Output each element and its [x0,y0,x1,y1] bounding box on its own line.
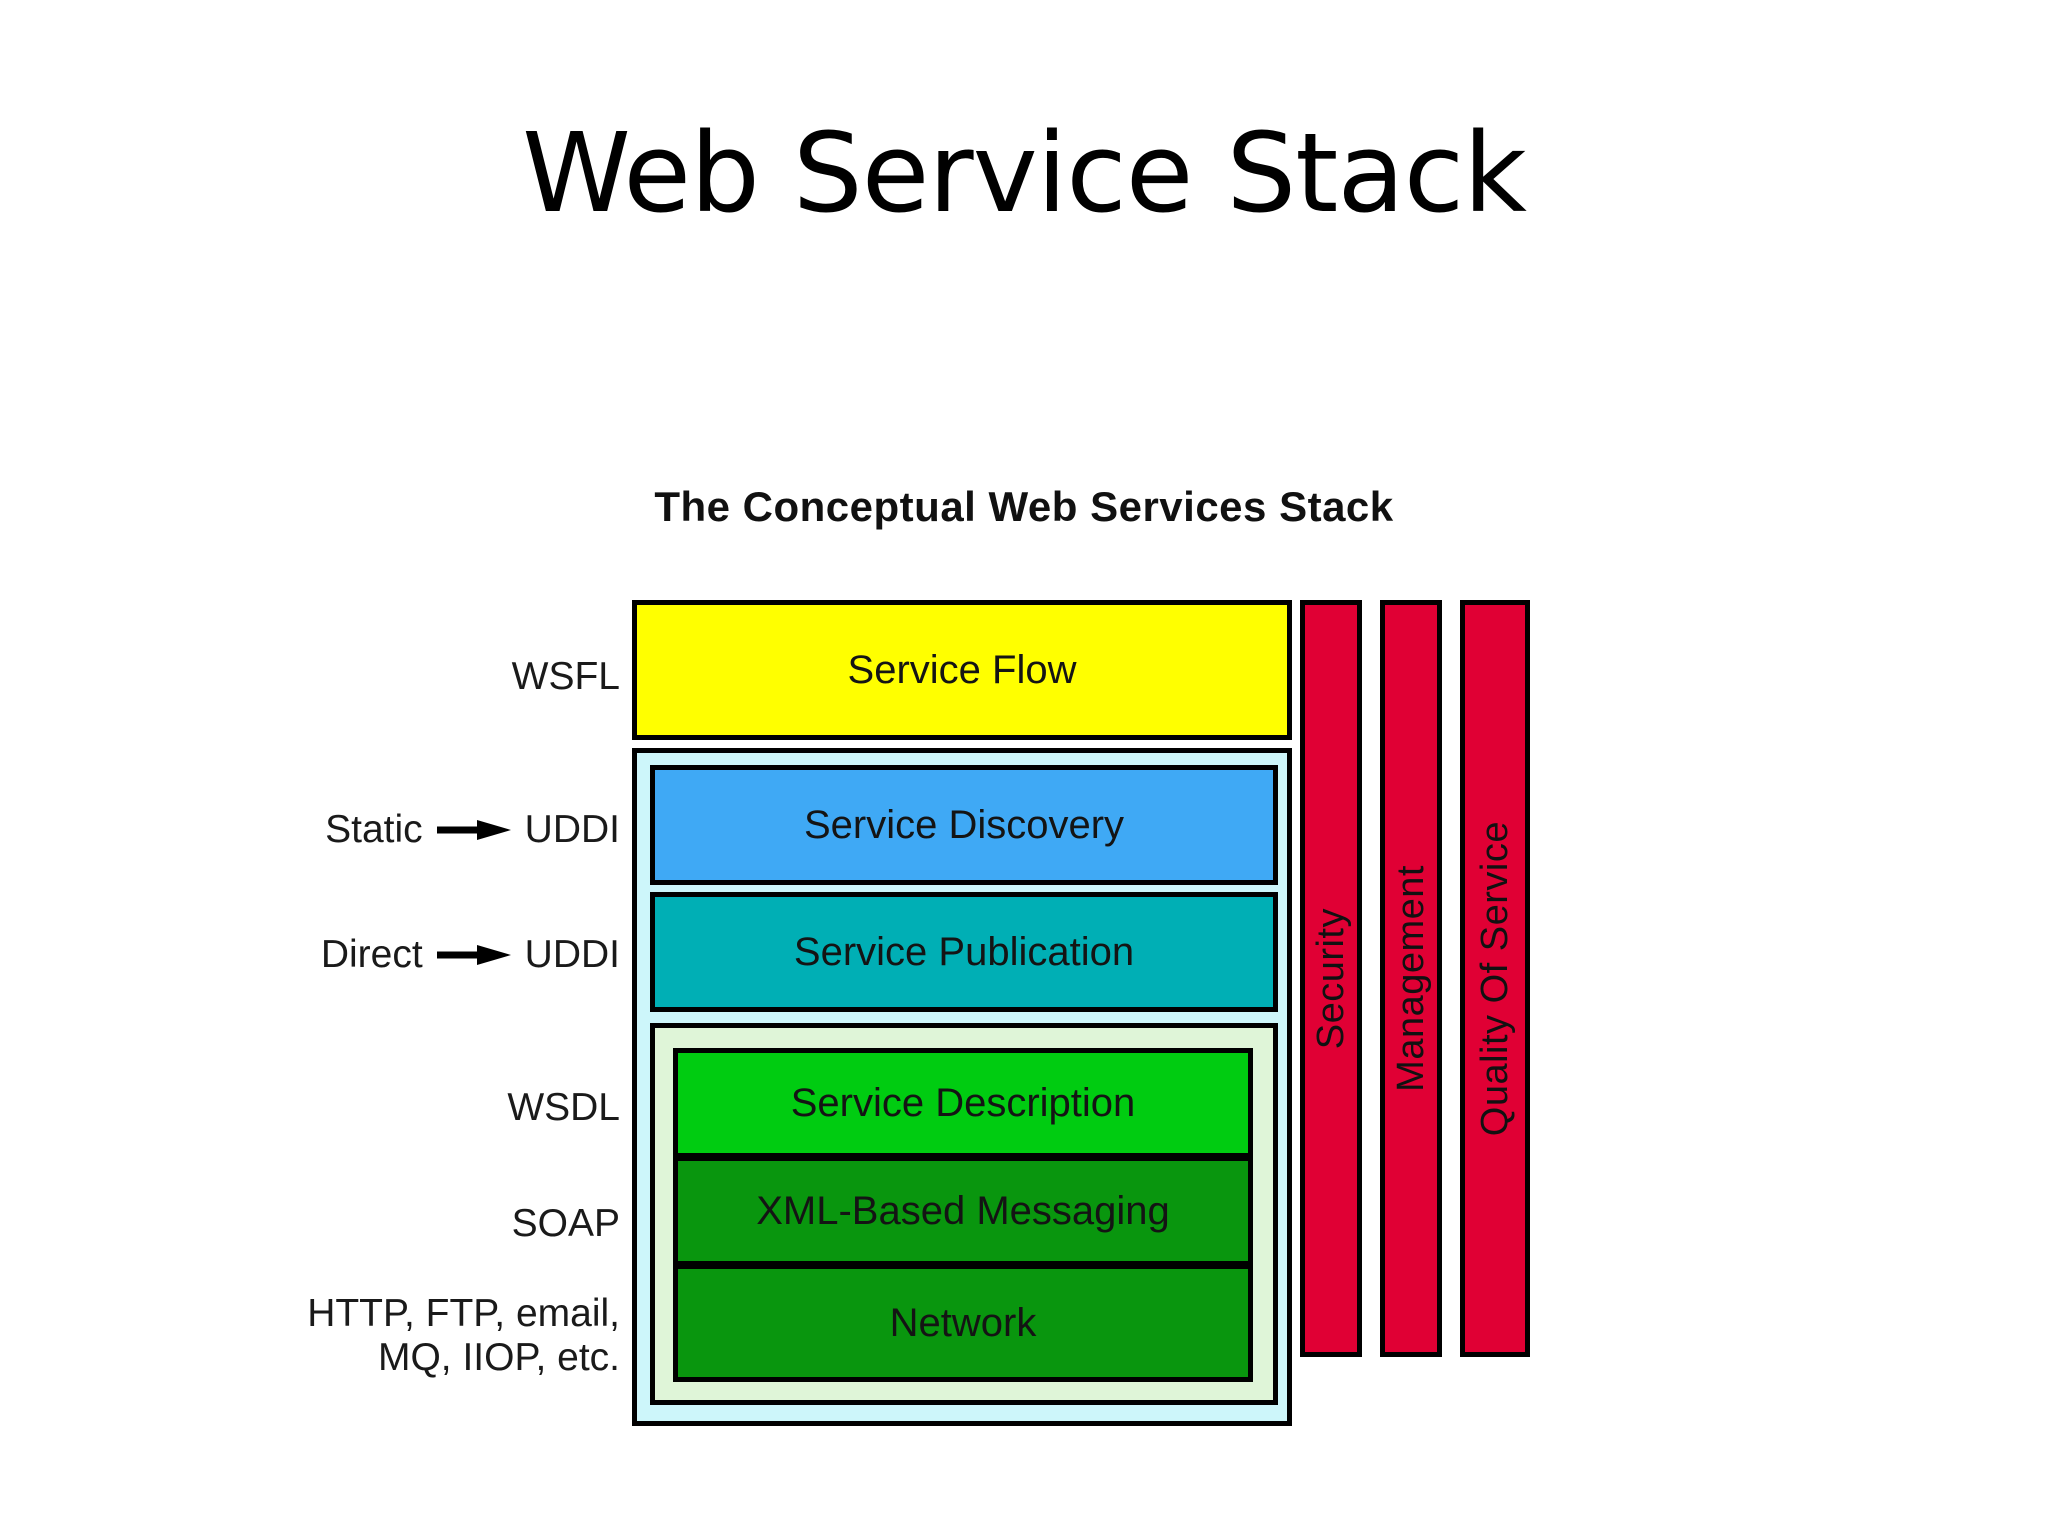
side-label-static-uddi: Static UDDI [120,808,620,852]
transport-line-2: MQ, IIOP, etc. [377,1335,620,1379]
static-target-label: UDDI [524,808,620,851]
side-label-wsdl: WSDL [507,1086,620,1129]
pillar-management[interactable]: Management [1380,600,1442,1357]
right-arrow-icon [435,942,513,968]
side-label-transport: HTTP, FTP, email, MQ, IIOP, etc. [120,1292,620,1379]
pillar-quality-of-service-label: Quality Of Service [1473,820,1516,1137]
pillar-management-label: Management [1389,865,1432,1092]
layer-xml-based-messaging[interactable]: XML-Based Messaging [673,1156,1253,1266]
layer-service-discovery[interactable]: Service Discovery [650,765,1278,885]
pillar-security[interactable]: Security [1300,600,1362,1357]
page-title: Web Service Stack [522,109,1527,237]
layer-service-flow[interactable]: Service Flow [632,600,1292,740]
pillar-security-label: Security [1309,907,1352,1050]
pillar-quality-of-service[interactable]: Quality Of Service [1460,600,1530,1357]
layer-service-description-label: Service Description [790,1080,1136,1125]
side-label-wsfl: WSFL [511,655,620,698]
layer-service-publication[interactable]: Service Publication [650,892,1278,1012]
layer-service-discovery-label: Service Discovery [803,802,1125,847]
layer-xml-based-messaging-label: XML-Based Messaging [756,1188,1170,1233]
side-label-soap: SOAP [511,1202,620,1245]
layer-network-label: Network [889,1300,1037,1345]
stack-outer-container: Service Discovery Service Publication Se… [632,748,1292,1426]
direct-label: Direct [320,933,423,976]
right-arrow-icon [435,817,513,843]
layer-network[interactable]: Network [673,1264,1253,1382]
side-label-direct-uddi: Direct UDDI [120,933,620,977]
layer-service-flow-label: Service Flow [847,647,1077,692]
static-label: Static [325,808,423,851]
diagram-heading: The Conceptual Web Services Stack [654,483,1394,530]
stack-inner-green-container: Service Description XML-Based Messaging … [650,1023,1278,1405]
layer-service-publication-label: Service Publication [793,929,1135,974]
transport-line-1: HTTP, FTP, email, [307,1292,620,1335]
layer-service-description[interactable]: Service Description [673,1048,1253,1158]
direct-target-label: UDDI [524,933,620,976]
